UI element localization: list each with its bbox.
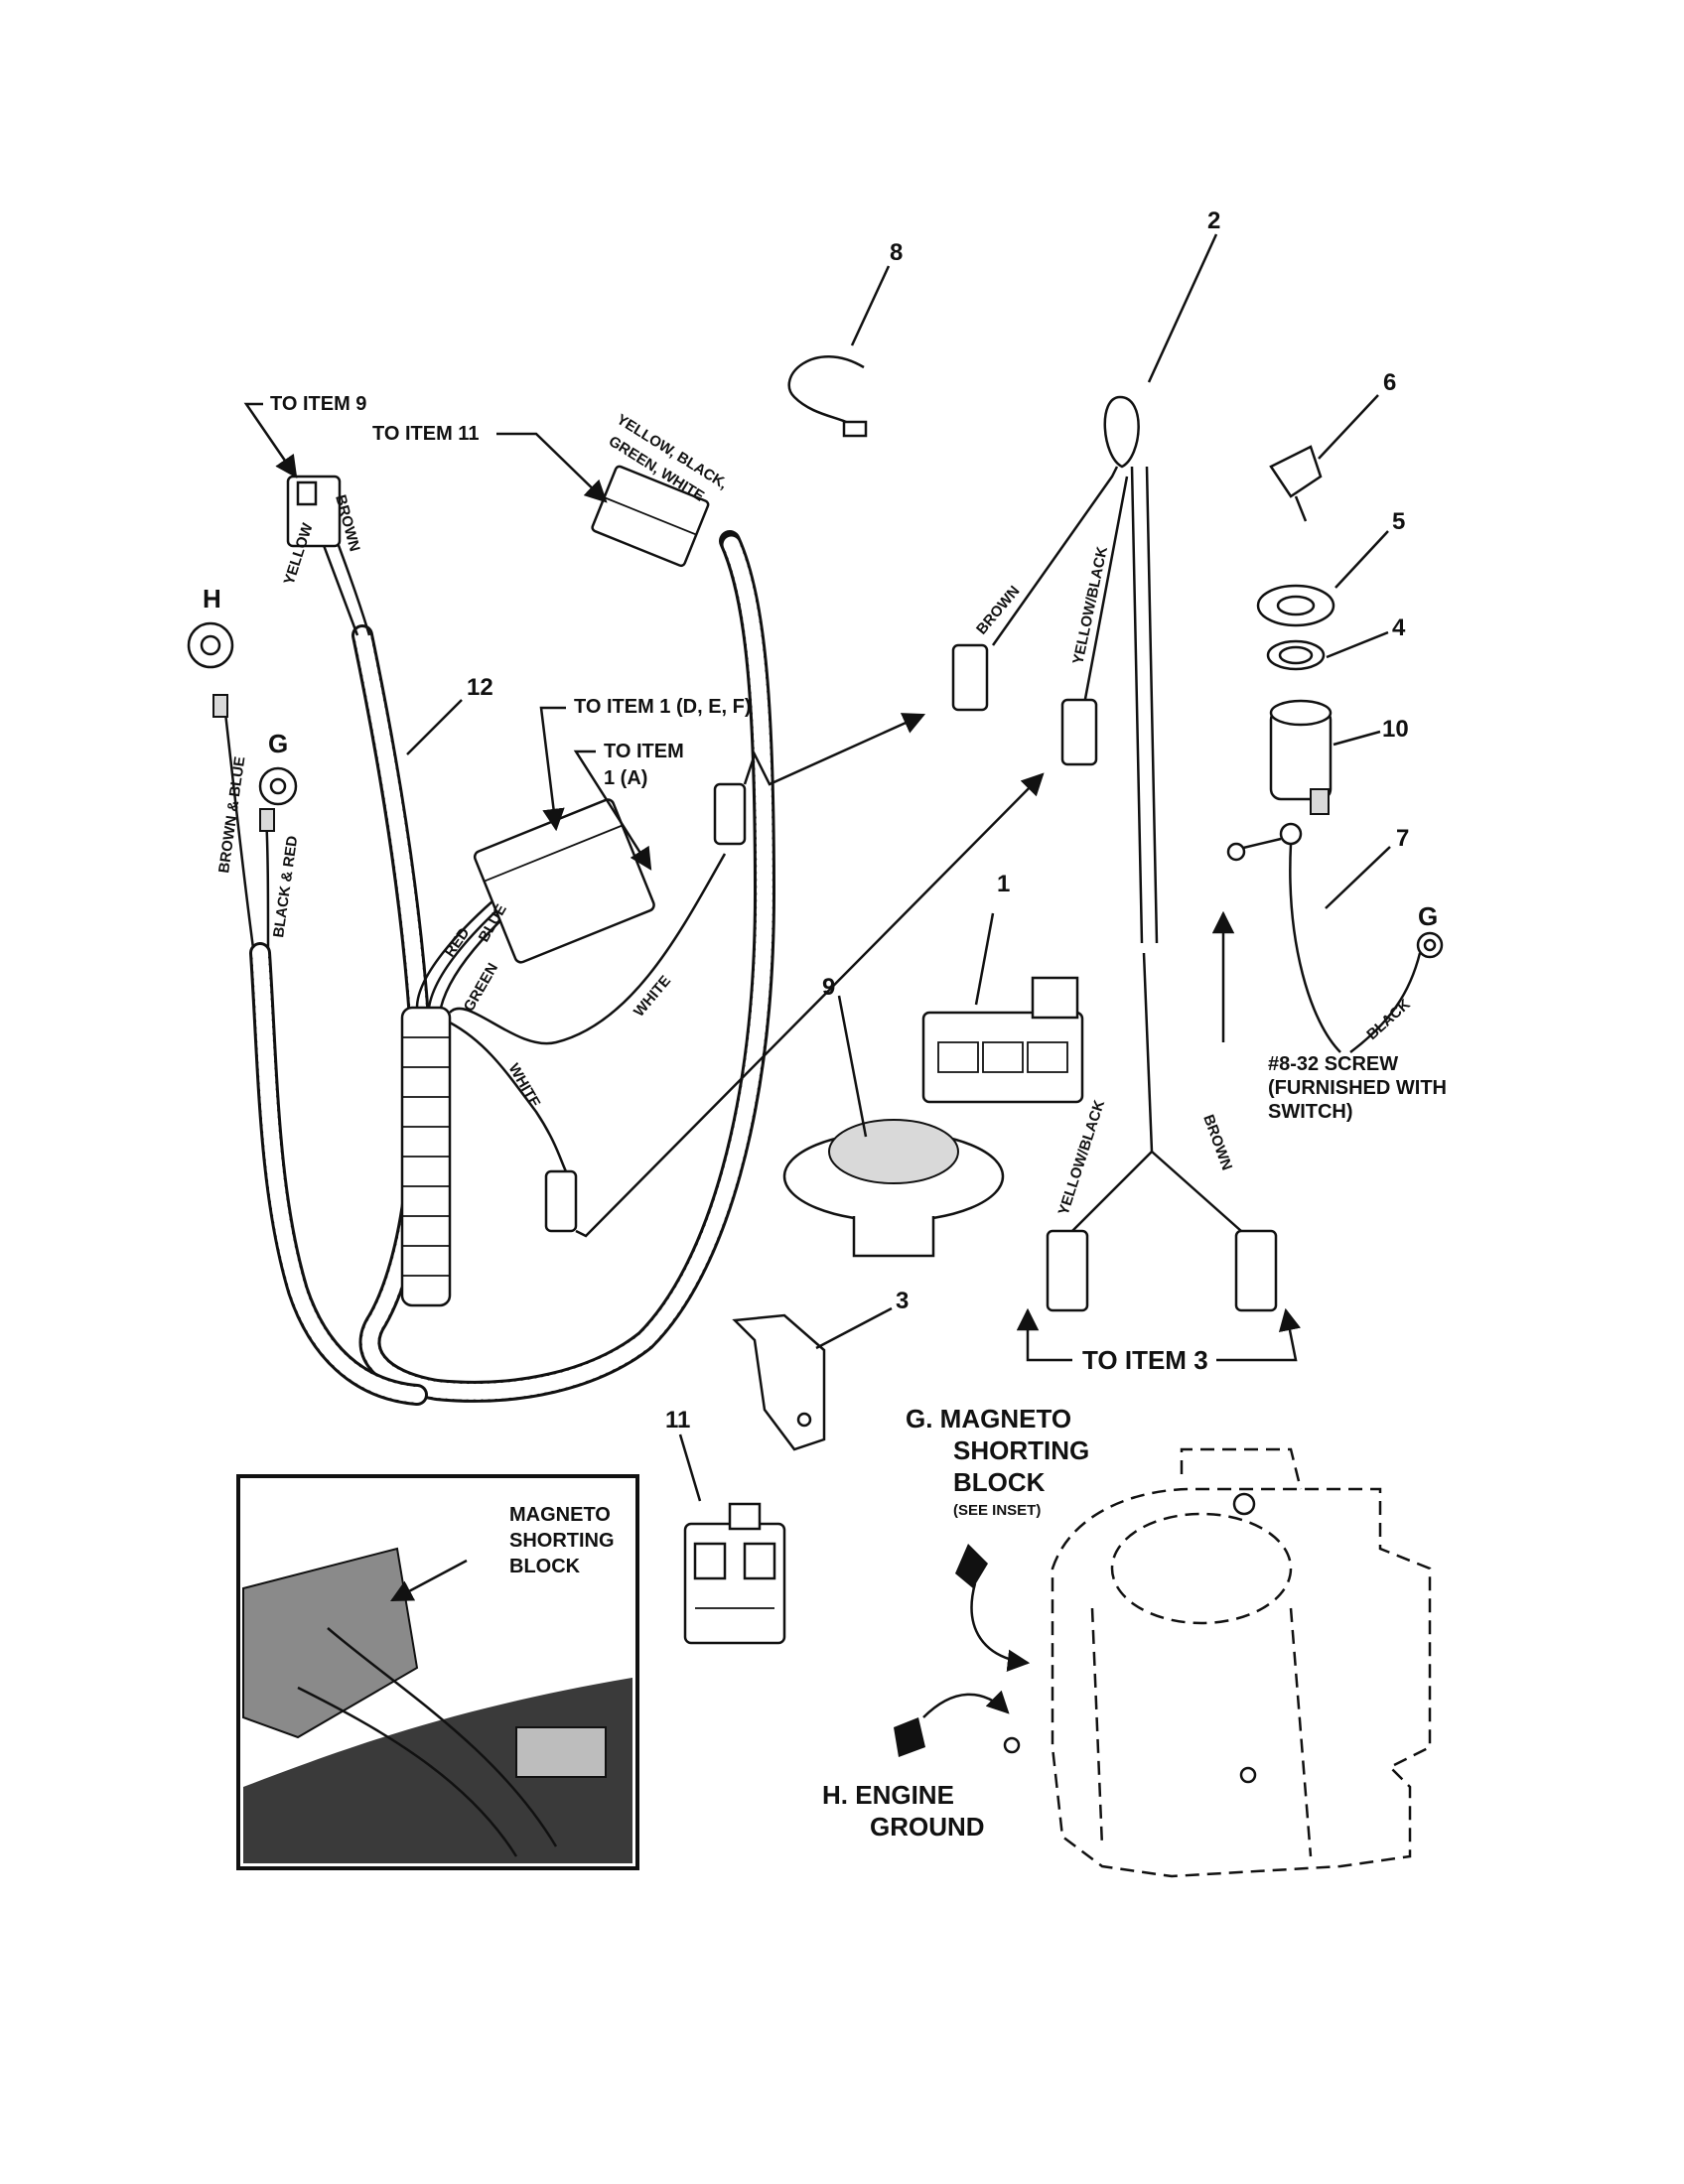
lock-washer-item-4 [1266,639,1326,671]
inset-label-line3: BLOCK [509,1556,581,1577]
item-number-7: 7 [1396,825,1409,852]
item-number-10: 10 [1382,716,1409,743]
ground-wire-item-7 [1226,822,1444,1053]
callout-to-item-3: TO ITEM 3 [1082,1345,1208,1375]
main-harness-item-12 [187,465,776,1406]
terminal-letters: H G G [203,584,1438,931]
item-number-5: 5 [1392,508,1405,535]
wire-label-brown-blue: BROWN & BLUE [215,755,248,875]
wire-label-green: GREEN [461,960,501,1015]
item-number-3: 3 [896,1288,909,1314]
connector-item-1 [921,976,1084,1104]
hex-nut-item-5 [1256,584,1335,627]
wire-label-yellow-black-lower: YELLOW/BLACK [1055,1098,1109,1217]
bracket-item-3 [732,1313,826,1451]
leader-lines [243,233,1391,1502]
ignition-switch-item-10 [1269,699,1333,815]
plunger-switch-item-9 [782,1119,1005,1258]
inset-label-line2: SHORTING [509,1530,615,1552]
item-number-1: 1 [997,871,1010,897]
callout-screw-line3: SWITCH) [1268,1101,1353,1123]
inset-label-line1: MAGNETO [509,1504,611,1526]
cable-tie-item-8 [787,354,868,438]
item-number-2: 2 [1207,207,1220,234]
engine-g-line1: G. MAGNETO [906,1404,1071,1433]
engine-h-line1: H. ENGINE [822,1780,954,1810]
item-number-6: 6 [1383,369,1396,396]
callout-labels: TO ITEM 9 TO ITEM 11 TO ITEM 1 (D, E, F)… [270,393,1447,1375]
wire-label-black: BLACK [1363,996,1414,1043]
inset-labels: MAGNETO SHORTING BLOCK [509,1504,615,1577]
ignition-key-item-6 [1269,445,1323,522]
callout-screw-line1: #8-32 SCREW [1268,1053,1398,1075]
item-number-4: 4 [1392,614,1406,641]
wire-assembly-item-2 [951,395,1278,1312]
engine-h-line2: GROUND [870,1812,985,1842]
sleeve-ribs [402,1036,450,1277]
callout-to-item-1a-line2: 1 (A) [604,767,647,789]
callout-screw-line2: (FURNISHED WITH [1268,1077,1447,1099]
engine-g-line4: (SEE INSET) [953,1502,1041,1519]
item-number-12: 12 [467,674,493,701]
connector-block-to-item-1 [473,798,655,964]
wire-label-black-red: BLACK & RED [270,835,301,939]
wire-label-white-upper: WHITE [631,973,674,1021]
terminal-g-label-right: G [1418,901,1438,931]
engine-g-line2: SHORTING [953,1435,1089,1465]
wire-label-yellow-black-upper: YELLOW/BLACK [1069,545,1111,666]
engine-labels: G. MAGNETO SHORTING BLOCK (SEE INSET) H.… [822,1404,1089,1842]
wire-label-brown-upper: BROWN [973,583,1024,638]
magneto-inset-photo [236,1474,639,1870]
callout-to-item-11: TO ITEM 11 [372,423,479,445]
item-number-8: 8 [890,239,903,266]
engine-g-line3: BLOCK [953,1467,1046,1497]
item-number-labels: 1 2 3 4 5 6 7 8 9 10 11 12 [467,207,1409,1433]
engine-outline [894,1447,1432,1878]
wire-label-white-lower: WHITE [505,1061,544,1111]
terminal-h-label: H [203,584,221,614]
relay-connector-item-11 [683,1502,786,1645]
callout-to-item-1a-line1: TO ITEM [604,741,684,762]
wire-label-brown-lower: BROWN [1199,1113,1235,1173]
callout-to-item-1-def: TO ITEM 1 (D, E, F) [574,696,752,718]
callout-to-item-9: TO ITEM 9 [270,393,366,415]
item-number-11: 11 [665,1407,690,1433]
terminal-g-label-left: G [268,729,288,758]
item-number-9: 9 [822,974,835,1001]
wire-label-yellow: YELLOW [281,520,317,587]
